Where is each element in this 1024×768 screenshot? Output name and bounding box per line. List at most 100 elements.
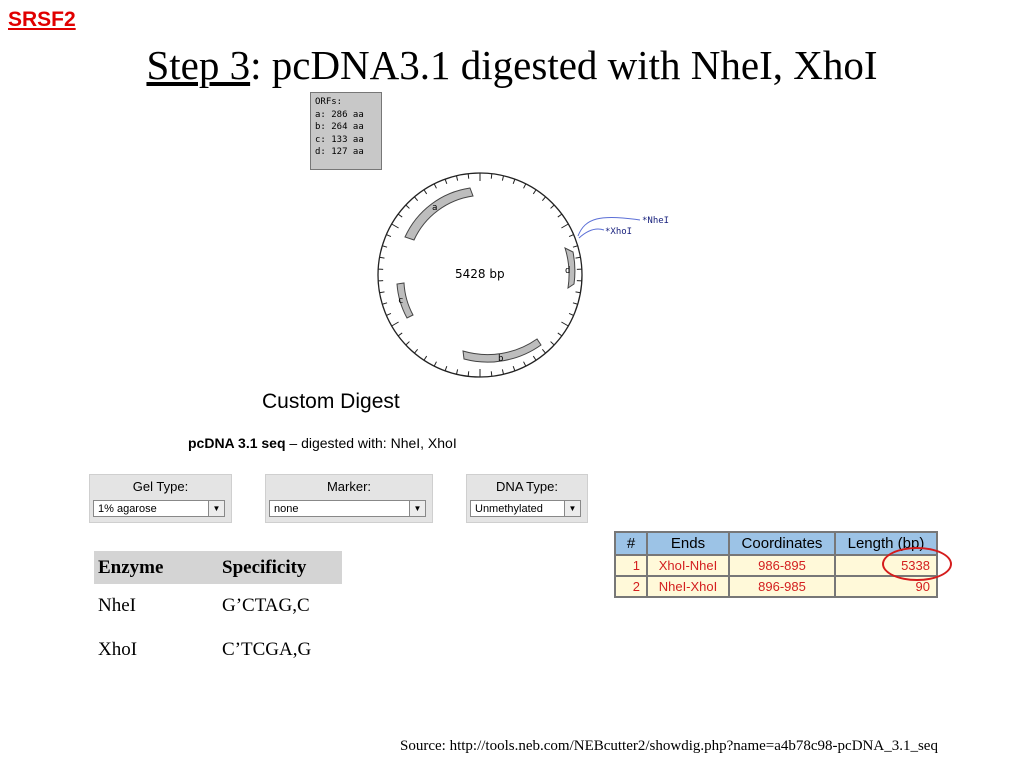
column-header: Specificity [218,551,342,584]
fragment-ends-link[interactable]: NheI-XhoI [646,575,730,598]
plasmid-tick [433,183,437,189]
orf-legend-item: b: 264 aa [315,122,364,132]
site-label-xhoi: *XhoI [605,227,632,237]
column-header: # [614,531,648,556]
plasmid-map: a b c d 5428 bp *NheI *XhoI [377,172,669,378]
plasmid-tick [557,332,563,337]
fragment-table-header: # Ends Coordinates Length (bp) [614,531,938,556]
plasmid-tick [391,223,399,229]
column-header: Coordinates [728,531,836,556]
source-citation: Source: http://tools.neb.com/NEBcutter2/… [400,738,938,754]
plasmid-tick [405,204,410,209]
plasmid-tick [512,365,516,372]
plasmid-tick [575,291,581,294]
plasmid-tick [455,175,459,181]
dna-type-panel: DNA Type: Unmethylated ▼ [466,474,588,523]
enzyme-specificity: C’TCGA,G [222,639,312,660]
plasmid-tick [386,234,392,238]
orf-arc-label: d [565,266,570,276]
plasmid-tick [561,223,569,229]
enzyme-table: Enzyme Specificity NheI G’CTAG,C XhoI C’… [94,551,342,672]
plasmid-tick [568,312,574,316]
plasmid-tick [423,189,428,195]
table-row: NheI G’CTAG,C [94,584,342,628]
fragment-ends-link[interactable]: XhoI-NheI [646,554,730,577]
plasmid-tick [550,341,555,346]
sequence-name-link[interactable]: pcDNA 3.1 seq [188,435,286,451]
plasmid-tick [467,173,470,179]
fragment-coordinates-link[interactable]: 896-985 [728,575,836,598]
marker-label: Marker: [326,479,372,494]
orf-legend: ORFs: a: 286 aa b: 264 aa c: 133 aa d: 1… [310,92,382,170]
enzyme-table-header: Enzyme Specificity [94,551,342,584]
plasmid-tick [423,355,428,361]
plasmid-tick [501,175,505,181]
chevron-down-icon[interactable]: ▼ [564,501,580,516]
orf-legend-item: c: 133 aa [315,134,364,145]
site-line-nhei [577,216,641,237]
plasmid-tick [532,189,537,195]
plasmid-size-label: 5428 bp [455,267,505,281]
plasmid-tick [490,173,493,179]
orf-arc-d [564,247,576,290]
site-label-nhei: *NheI [642,216,669,226]
title-step: Step 3 [146,42,251,88]
title-rest: : pcDNA3.1 digested with NheI, XhoI [250,42,878,88]
enzyme-name: NheI [98,595,136,616]
plasmid-tick [391,321,399,327]
plasmid-tick [575,256,581,259]
plasmid-tick [501,369,505,375]
plasmid-tick [490,371,493,377]
plasmid-tick [557,213,563,218]
highlight-circle [882,547,952,581]
plasmid-tick [397,213,403,218]
plasmid-tick [444,178,448,185]
plasmid-tick [386,312,392,316]
plasmid-tick [568,234,574,238]
table-row: XhoI C’TCGA,G [94,628,342,672]
plasmid-circle [377,172,583,378]
orf-arc-label: a [432,203,437,213]
marker-select[interactable]: none ▼ [269,500,426,517]
gel-type-select[interactable]: 1% agarose ▼ [93,500,225,517]
slide-title: Step 3: pcDNA3.1 digested with NheI, Xho… [0,40,1024,90]
table-row[interactable]: 2 NheI-XhoI 896-985 90 [614,575,938,598]
fragment-index: 2 [614,575,648,598]
orf-arc-a [404,187,474,241]
site-line-xhoi [578,228,605,239]
orf-arc-b [462,338,542,363]
fragment-coordinates-link[interactable]: 986-895 [728,554,836,577]
column-header: Enzyme [94,551,218,584]
plasmid-tick [541,196,546,202]
dna-type-select[interactable]: Unmethylated ▼ [470,500,581,517]
plasmid-tick [550,204,555,209]
marker-panel: Marker: none ▼ [265,474,433,523]
digest-title: Custom Digest [262,390,400,413]
plasmid-tick [414,196,419,202]
orf-legend-header: ORFs: [315,97,343,107]
plasmid-tick [433,361,437,367]
dna-type-label: DNA Type: [496,479,558,494]
plasmid-tick [541,348,546,354]
enzyme-name: XhoI [98,639,138,660]
plasmid-tick [561,321,569,327]
marker-value: none [274,503,299,515]
plasmid-tick [379,291,385,294]
dna-type-value: Unmethylated [475,503,543,515]
fragment-index: 1 [614,554,648,577]
plasmid-tick [414,348,419,354]
orf-arc-label: c [398,296,403,306]
column-header: Ends [646,531,730,556]
chevron-down-icon[interactable]: ▼ [409,501,425,516]
enzyme-specificity: G’CTAG,C [222,595,310,616]
gel-type-label: Gel Type: [132,479,189,494]
slide-tag: SRSF2 [8,8,76,31]
chevron-down-icon[interactable]: ▼ [208,501,224,516]
plasmid-tick [572,245,578,248]
plasmid-tick [382,302,388,305]
plasmid-tick [532,355,537,361]
plasmid-tick [444,365,448,372]
plasmid-tick [467,371,470,377]
digest-enzymes: – digested with: NheI, XhoI [285,435,457,451]
orf-arc-c [396,282,414,319]
